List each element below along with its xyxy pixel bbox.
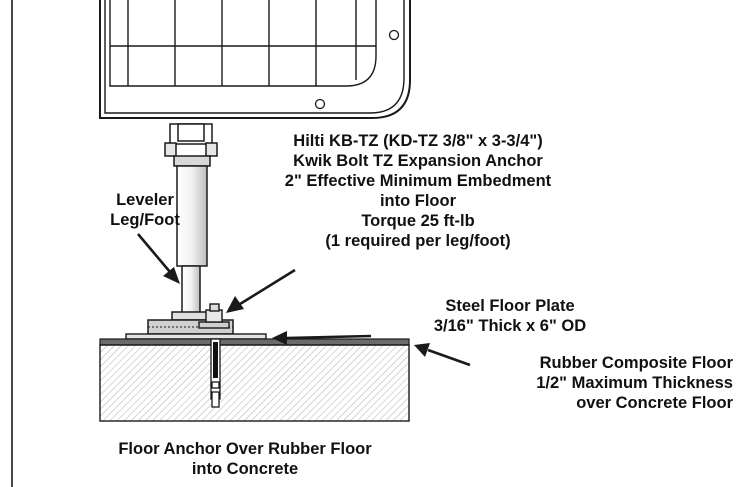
embedded-anchor xyxy=(210,338,221,408)
rubber-floor xyxy=(99,338,410,346)
anchor-label-line: (1 required per leg/foot) xyxy=(325,232,511,250)
rubber-floor-label-line: Rubber Composite Floor xyxy=(539,354,733,372)
concrete-slab xyxy=(99,344,410,422)
leveler-label: Leveler Leg/Foot xyxy=(95,190,195,230)
leveler-label-line: Leg/Foot xyxy=(110,211,180,229)
caption-line: into Concrete xyxy=(191,460,299,478)
rubber-floor-label: Rubber Composite Floor 1/2" Maximum Thic… xyxy=(470,353,733,413)
plate-label: Steel Floor Plate 3/16" Thick x 6" OD xyxy=(380,296,640,336)
anchor-label: Hilti KB-TZ (KD-TZ 3/8" x 3-3/4") Kwik B… xyxy=(268,131,568,251)
steel-floor-plate xyxy=(125,333,267,340)
leveler-leg xyxy=(147,123,234,335)
rubber-floor-label-line: over Concrete Floor xyxy=(576,394,733,412)
leveler-label-line: Leveler xyxy=(116,191,174,209)
anchor-label-line: 2" Effective Minimum Embedment xyxy=(284,172,552,190)
diagram-caption: Floor Anchor Over Rubber Floor into Conc… xyxy=(80,439,410,479)
equipment-frame xyxy=(99,0,411,119)
caption-line: Floor Anchor Over Rubber Floor xyxy=(118,440,372,458)
plate-label-line: 3/16" Thick x 6" OD xyxy=(433,317,587,335)
rubber-floor-label-line: 1/2" Maximum Thickness xyxy=(536,374,733,392)
anchor-label-line: Kwik Bolt TZ Expansion Anchor xyxy=(293,152,543,170)
leader-arrows xyxy=(137,233,471,367)
anchor-label-line: into Floor xyxy=(379,192,457,210)
anchor-label-line: Torque 25 ft-lb xyxy=(361,212,475,230)
anchor-bolt-head xyxy=(198,303,230,329)
anchor-label-line: Hilti KB-TZ (KD-TZ 3/8" x 3-3/4") xyxy=(293,132,543,150)
plate-label-line: Steel Floor Plate xyxy=(445,297,575,315)
